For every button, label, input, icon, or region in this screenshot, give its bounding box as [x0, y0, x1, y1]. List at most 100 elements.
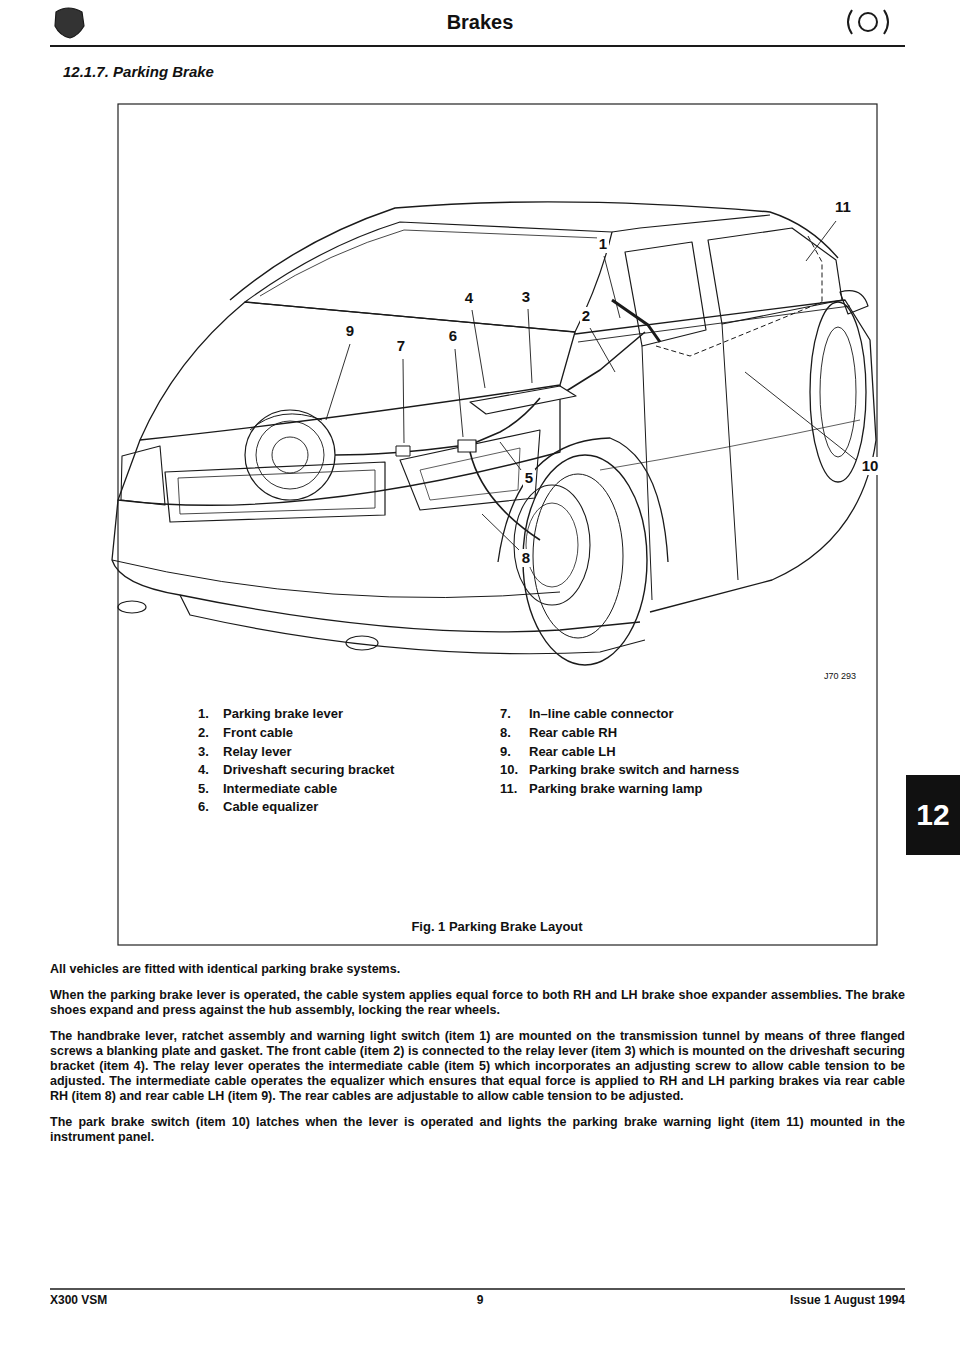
key-text: In–line cable connector: [529, 707, 674, 722]
bumper-strip: [112, 560, 560, 598]
key-number: 1.: [198, 707, 209, 722]
roof-side: [612, 215, 770, 232]
body-paragraph: The handbrake lever, ratchet assembly an…: [50, 1029, 905, 1104]
page-number: 9: [477, 1294, 484, 1308]
door-shut-line: [722, 324, 738, 580]
cable-equalizer: [458, 440, 476, 452]
number-plate: [178, 470, 375, 514]
rear-window-trim: [260, 230, 600, 296]
section-number: 12: [916, 798, 949, 832]
key-text: Front cable: [223, 726, 293, 741]
brake-backplate: [250, 414, 322, 430]
body-side: [575, 300, 876, 612]
key-number: 11.: [500, 782, 517, 797]
section-title: 12.1.7. Parking Brake: [63, 63, 214, 80]
key-number: 6.: [198, 800, 209, 815]
key-number: 4.: [198, 763, 209, 778]
leader-line: [745, 372, 856, 460]
leader-line: [604, 256, 620, 318]
callout-number: 6: [447, 327, 459, 344]
figure-frame: [118, 104, 877, 945]
figure-caption: Fig. 1 Parking Brake Layout: [411, 920, 582, 935]
rear-bumper: [112, 500, 640, 632]
footer-text: X300 VSM: [50, 1294, 107, 1308]
key-number: 5.: [198, 782, 209, 797]
leader-line: [500, 442, 521, 470]
exhaust-tip: [118, 601, 146, 613]
key-text: Rear cable LH: [529, 745, 616, 760]
leader-line: [806, 221, 836, 261]
callout-number: 3: [520, 288, 532, 305]
front-wheel-rim: [820, 327, 856, 457]
front-tyre: [810, 302, 866, 482]
key-text: Intermediate cable: [223, 782, 337, 797]
callout-number: 1: [597, 235, 609, 252]
key-number: 8.: [500, 726, 511, 741]
rear-cable-lh: [335, 446, 458, 455]
body-paragraph: The park brake switch (item 10) latches …: [50, 1115, 905, 1145]
door-mirror: [840, 291, 868, 314]
brake-drum-lh: [272, 437, 308, 473]
brake-drum-lh: [256, 421, 324, 489]
callout-number: 11: [833, 198, 853, 215]
callout-number: 2: [580, 307, 592, 324]
key-number: 7.: [500, 707, 511, 722]
leader-line: [590, 328, 615, 372]
leader-line: [326, 344, 350, 420]
key-number: 3.: [198, 745, 209, 760]
body-paragraph: All vehicles are fitted with identical p…: [50, 962, 905, 977]
brake-icon: [848, 10, 888, 34]
parking-brake-lever: [612, 300, 660, 342]
rear-wheel-rim: [533, 474, 623, 638]
intermediate-cable: [472, 398, 540, 444]
number-plate-recess: [165, 462, 385, 522]
section-heading: Brakes: [447, 11, 514, 34]
callout-number: 5: [523, 469, 535, 486]
section-tab: 12: [906, 775, 960, 855]
key-number: 9.: [500, 745, 511, 760]
key-text: Parking brake lever: [223, 707, 343, 722]
exhaust-tip: [346, 636, 378, 650]
lamp-harness: [808, 236, 822, 302]
footer-rule: [50, 1288, 905, 1290]
brake-icon: [859, 13, 877, 31]
rear-tyre: [523, 455, 647, 665]
key-text: Driveshaft securing bracket: [223, 763, 394, 778]
rear-window: [245, 222, 612, 332]
key-number: 10.: [500, 763, 518, 778]
leader-line: [455, 349, 463, 437]
leader-line: [472, 310, 485, 388]
callout-number: 10: [860, 457, 881, 474]
key-text: Cable equalizer: [223, 800, 318, 815]
jaguar-emblem: [55, 8, 84, 38]
inline-connector: [396, 446, 410, 456]
tail-lamp-lens: [420, 448, 520, 500]
lower-valance: [180, 595, 645, 654]
tail-lamp-left: [121, 446, 165, 505]
brake-drum-lh: [245, 410, 335, 500]
trunk-lid: [140, 302, 575, 440]
tail-lamp-right: [400, 430, 540, 510]
key-text: Parking brake warning lamp: [529, 782, 702, 797]
callout-number: 9: [344, 322, 356, 339]
front-cable: [560, 332, 645, 395]
body-paragraph: When the parking brake lever is operated…: [50, 988, 905, 1018]
leader-line: [528, 309, 532, 383]
key-text: Relay lever: [223, 745, 292, 760]
driveshaft-bracket: [470, 386, 576, 414]
key-text: Parking brake switch and harness: [529, 763, 739, 778]
leader-line: [403, 359, 404, 443]
key-number: 2.: [198, 726, 209, 741]
footer-text: Issue 1 August 1994: [790, 1294, 905, 1308]
switch-harness: [656, 302, 822, 356]
header-rule: [50, 45, 905, 47]
figure-reference: J70 293: [824, 671, 856, 681]
key-text: Rear cable RH: [529, 726, 617, 741]
brake-drum-rh: [526, 503, 578, 587]
callout-number: 8: [520, 549, 532, 566]
belt-line: [578, 306, 850, 342]
leader-line: [482, 514, 519, 550]
brake-drum-rh: [514, 485, 590, 605]
